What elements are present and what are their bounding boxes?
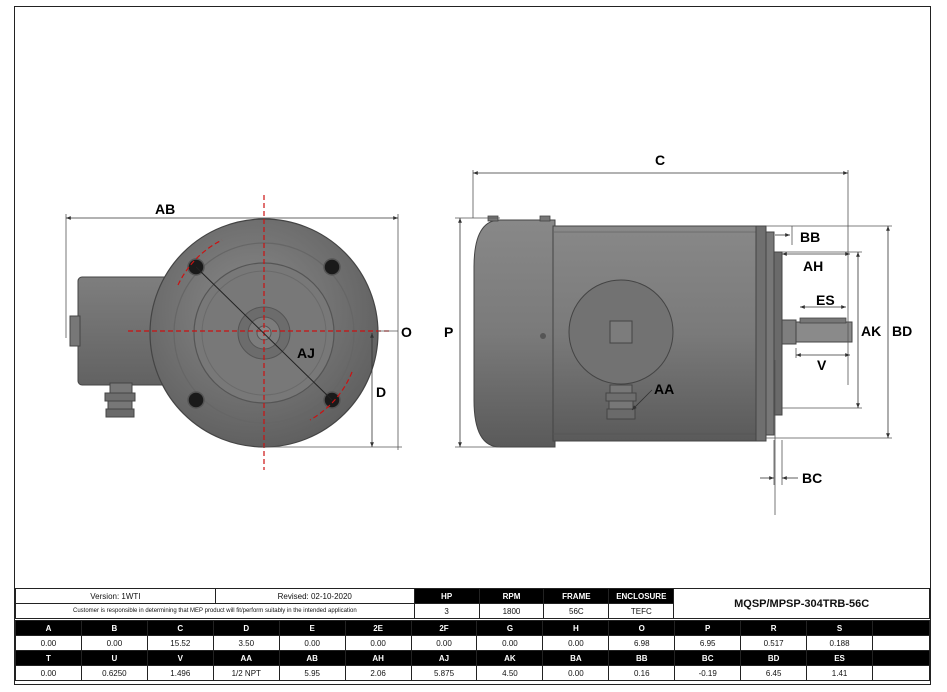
dim-value-cell: 0.00 (15, 665, 82, 681)
dim-label-BD: BD (892, 323, 912, 339)
spec-value-hp: 3 (413, 603, 480, 619)
dim-label-ES: ES (816, 292, 835, 308)
spec-header-hp: HP (413, 588, 480, 604)
model-number: MQSP/MPSP-304TRB-56C (673, 588, 930, 619)
version-text: Version: 1WTI (15, 588, 216, 604)
conduit-fitting-side (605, 384, 637, 420)
dim-value-cell: 5.875 (410, 665, 478, 681)
conduit-fitting (104, 382, 136, 418)
dim-header-cell: AH (344, 650, 412, 666)
side-view: C P BB AH ES AK BD V AA BC (444, 152, 912, 515)
dim-value-cell: 0.188 (806, 635, 874, 651)
shaft (795, 321, 853, 343)
dim-value-cell: 2.06 (344, 665, 412, 681)
dim-value-cell: 1.496 (146, 665, 214, 681)
dim-value-cell: 0.00 (80, 635, 148, 651)
dim-header-cell: BD (740, 650, 808, 666)
dim-label-AB: AB (155, 201, 175, 217)
dim-value-cell: 6.98 (608, 635, 676, 651)
dim-header-cell: BC (674, 650, 742, 666)
dim-value-cell: 0.00 (278, 635, 346, 651)
dim-header-cell: BB (608, 650, 676, 666)
dim-value-cell: 5.95 (278, 665, 346, 681)
dim-value-cell: 0.00 (476, 635, 544, 651)
bolt-hole (323, 258, 341, 276)
dim-header-cell: D (212, 620, 280, 636)
bolt-hole (187, 391, 205, 409)
dim-header-cell: 2F (410, 620, 478, 636)
dim-header-cell: AA (212, 650, 280, 666)
disclaimer-note: Customer is responsible in determining t… (15, 603, 415, 619)
dim-header-cell (872, 650, 930, 666)
dim-label-AK: AK (861, 323, 881, 339)
dim-value-cell (872, 665, 930, 681)
dim-header-cell: E (278, 620, 346, 636)
motor-drawing: AB O AJ D (65, 152, 912, 515)
dim-value-cell: 0.00 (15, 635, 82, 651)
dim-label-C: C (655, 152, 665, 168)
dim-value-cell: 6.45 (740, 665, 808, 681)
dim-label-O: O (401, 324, 412, 340)
dim-value-cell: -0.19 (674, 665, 742, 681)
dim-header-cell: S (806, 620, 874, 636)
dim-header-cell: 2E (344, 620, 412, 636)
spec-header-enclosure: ENCLOSURE (608, 588, 675, 604)
dim-label-AA: AA (654, 381, 674, 397)
dim-value-cell: 15.52 (146, 635, 214, 651)
dim-value-cell: 6.95 (674, 635, 742, 651)
dim-value-cell: 0.00 (344, 635, 412, 651)
dim-header-cell: R (740, 620, 808, 636)
dim-header-cell: AK (476, 650, 544, 666)
spec-value-frame: 56C (543, 603, 610, 619)
dim-value-cell: 0.6250 (80, 665, 148, 681)
dim-value-cell: 4.50 (476, 665, 544, 681)
dim-value-cell: 1.41 (806, 665, 874, 681)
title-block-top: Version: 1WTI Revised: 02-10-2020 HP RPM… (15, 588, 930, 619)
dim-header-cell: P (674, 620, 742, 636)
spec-value-enclosure: TEFC (608, 603, 675, 619)
dim-label-P: P (444, 324, 453, 340)
dim-header-cell: H (542, 620, 610, 636)
dim-value-cell: 0.517 (740, 635, 808, 651)
dim-value-cell: 0.00 (542, 635, 610, 651)
dim-header-cell: B (80, 620, 148, 636)
dim-header-cell: V (146, 650, 214, 666)
dim-header-cell: T (15, 650, 82, 666)
dim-value-cell: 0.16 (608, 665, 676, 681)
dim-header-cell: AB (278, 650, 346, 666)
spec-header-rpm: RPM (478, 588, 545, 604)
dim-label-V: V (817, 357, 827, 373)
dim-header-cell: ES (806, 650, 874, 666)
dim-value-cell: 1/2 NPT (212, 665, 280, 681)
dim-label-AH: AH (803, 258, 823, 274)
end-view: AB O AJ D (65, 195, 412, 470)
dim-label-BC: BC (802, 470, 822, 486)
dim-header-cell: O (608, 620, 676, 636)
dim-label-D: D (376, 384, 386, 400)
dim-header-cell: A (15, 620, 82, 636)
dim-header-cell: U (80, 650, 148, 666)
dim-header-cell: C (146, 620, 214, 636)
dim-header-cell: AJ (410, 650, 478, 666)
drawing-frame (14, 6, 931, 685)
dim-header-cell: G (476, 620, 544, 636)
dim-value-cell (872, 635, 930, 651)
dim-value-cell: 0.00 (410, 635, 478, 651)
dim-value-cell: 3.50 (212, 635, 280, 651)
spec-header-frame: FRAME (543, 588, 610, 604)
dim-header-cell (872, 620, 930, 636)
spec-value-rpm: 1800 (478, 603, 545, 619)
dim-header-cell: BA (542, 650, 610, 666)
dim-label-BB: BB (800, 229, 820, 245)
revised-text: Revised: 02-10-2020 (214, 588, 415, 604)
dim-label-AJ: AJ (297, 345, 315, 361)
front-flange (755, 225, 767, 442)
dim-value-cell: 0.00 (542, 665, 610, 681)
